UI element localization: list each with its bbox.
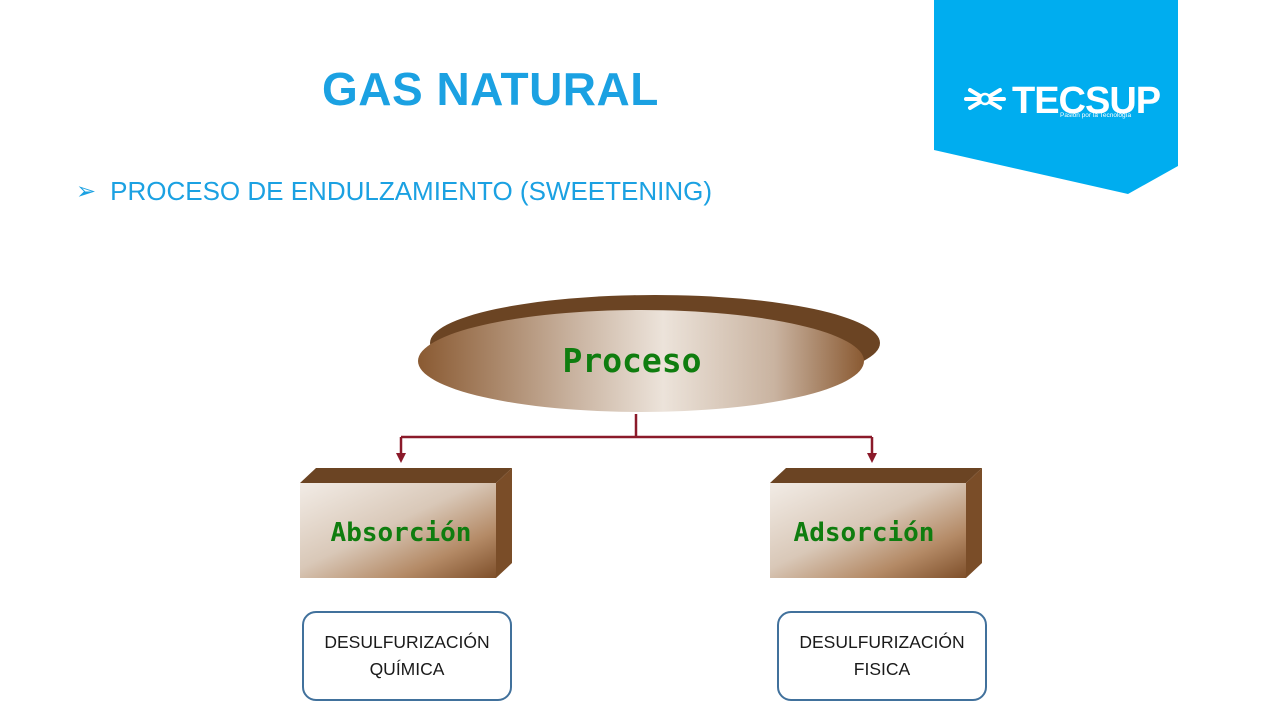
result-line: DESULFURIZACIÓN [799, 631, 965, 652]
tecsup-star-icon [964, 88, 1006, 110]
result-line: QUÍMICA [369, 659, 445, 679]
arrow-bullet-icon: ➢ [76, 178, 97, 205]
root-label: Proceso [562, 341, 701, 380]
result-line: FISICA [853, 659, 911, 679]
bullet-item: ➢ PROCESO DE ENDULZAMIENTO (SWEETENING) [76, 176, 712, 207]
branch-node-absorcion: Absorción [300, 468, 512, 578]
branch-label-adsorcion: Adsorción [794, 518, 935, 548]
root-node: Proceso [418, 295, 880, 412]
branch-label-absorcion: Absorción [331, 518, 472, 548]
result-box-quimica: DESULFURIZACIÓN QUÍMICA [302, 611, 512, 701]
bullet-text: PROCESO DE ENDULZAMIENTO (SWEETENING) [110, 176, 713, 206]
branch-node-adsorcion: Adsorción [770, 468, 982, 578]
connector-lines [396, 414, 877, 463]
logo-text: TECSUP [1012, 80, 1161, 122]
logo-tagline: Pasión por la Tecnología [1060, 112, 1132, 119]
result-line: DESULFURIZACIÓN [324, 631, 490, 652]
page-title: GAS NATURAL [322, 63, 659, 115]
result-box-fisica: DESULFURIZACIÓN FISICA [777, 611, 987, 701]
